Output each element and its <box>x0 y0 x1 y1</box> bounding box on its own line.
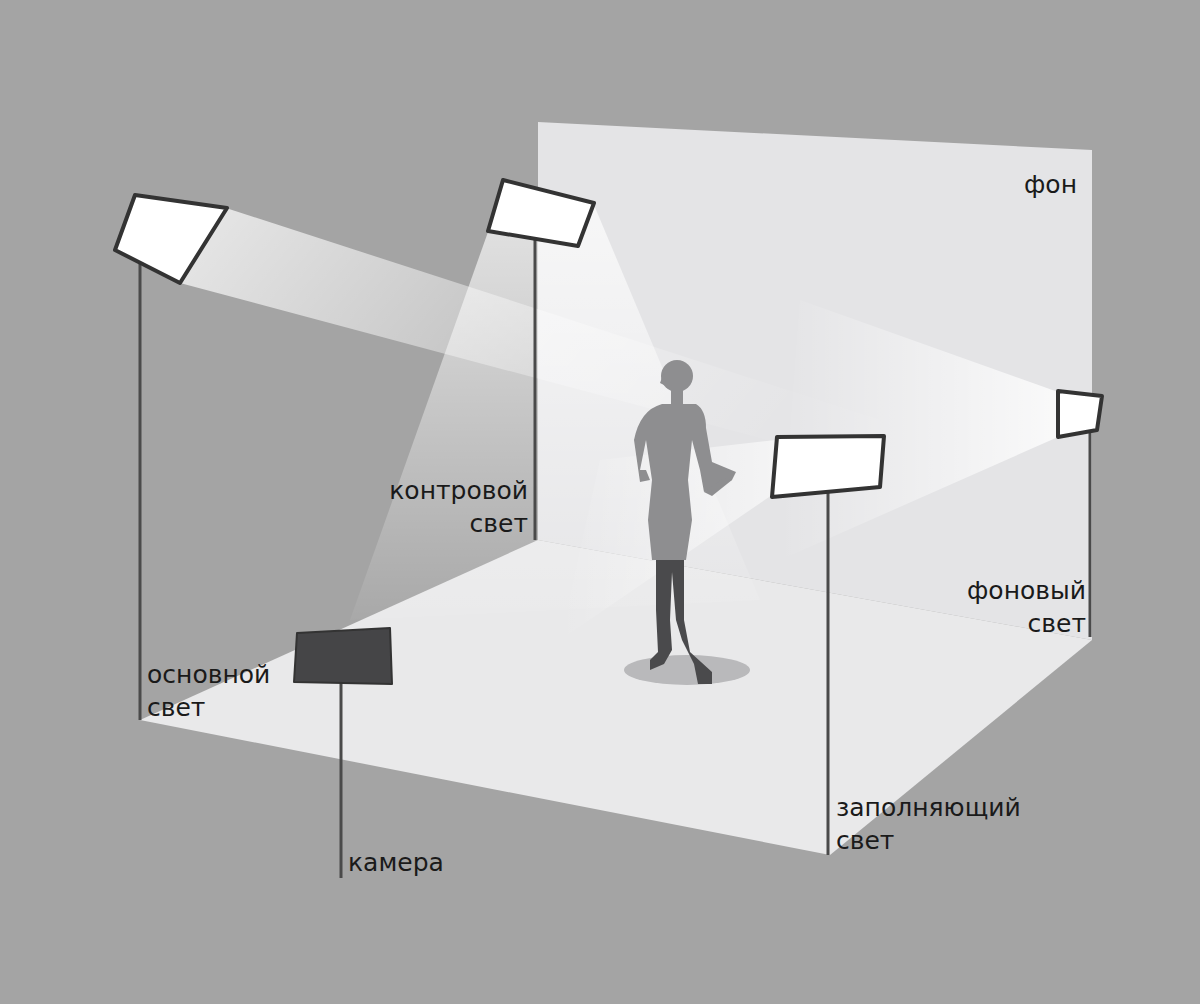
subject-silhouette <box>634 360 736 684</box>
background-light-panel <box>1058 391 1102 437</box>
light-stands <box>140 238 1090 878</box>
part-label: камера <box>348 846 444 879</box>
part-label: фоновый свет <box>967 574 1086 640</box>
part-label: основной свет <box>147 658 270 724</box>
background-light-beam <box>780 300 1058 560</box>
back-light-panel <box>488 180 594 246</box>
part-label: фон <box>1024 168 1077 201</box>
camera-body <box>294 628 392 684</box>
fill-light-panel <box>772 436 884 497</box>
part-label: контровой свет <box>389 474 528 540</box>
back-light-beam <box>350 205 760 620</box>
part-label: заполняющий свет <box>836 791 1021 857</box>
key-light-panel <box>115 195 227 283</box>
subject-shadow <box>624 655 750 685</box>
